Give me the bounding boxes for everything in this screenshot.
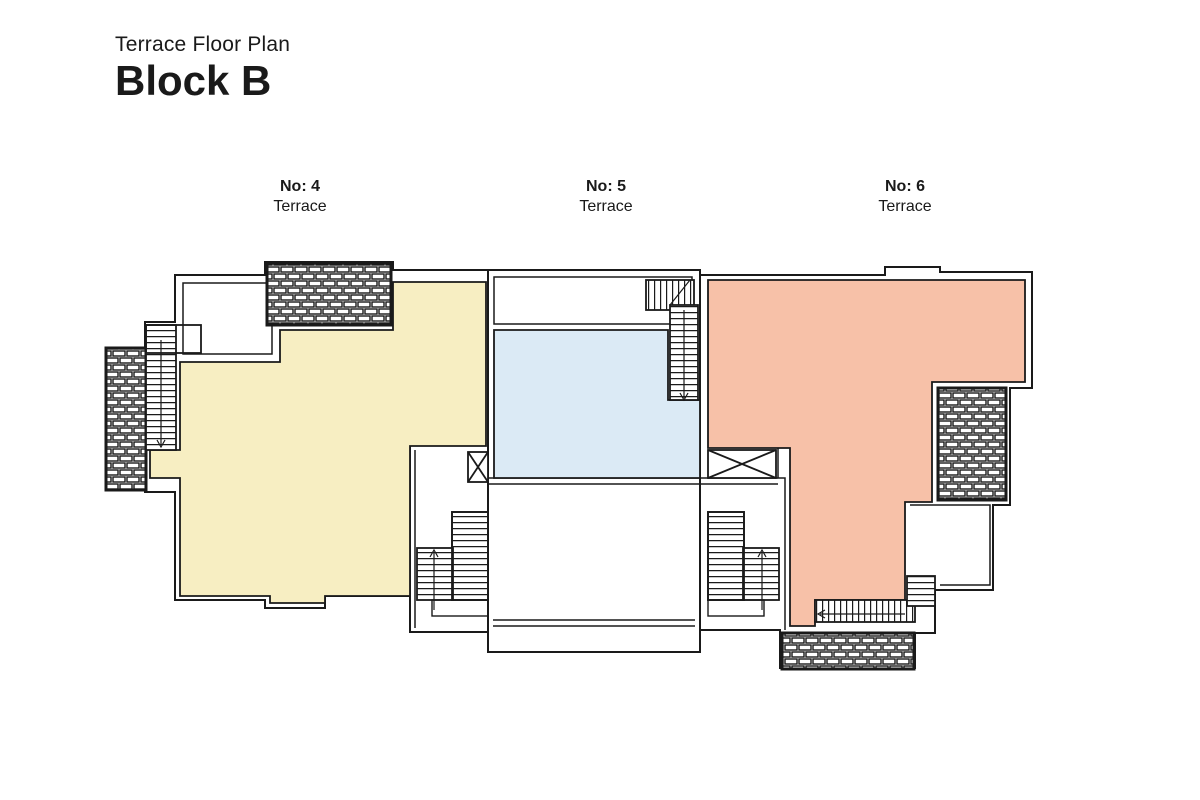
unit-label-4: No: 4 Terrace [200, 178, 400, 216]
unit-number-6: No: 6 [885, 178, 925, 195]
plan-title: Block B [115, 57, 272, 104]
unit-label-5: No: 5 Terrace [506, 178, 706, 216]
unit-terrace-6: Terrace [878, 198, 932, 215]
unit-number-5: No: 5 [586, 178, 626, 195]
staircases [145, 279, 936, 623]
unit-number-4: No: 4 [280, 178, 320, 195]
brick-planters [104, 261, 1008, 671]
service-shafts [467, 449, 777, 483]
unit-label-6: No: 6 Terrace [805, 178, 1005, 216]
terrace-unit-5 [493, 329, 701, 479]
unit-terrace-4: Terrace [273, 198, 327, 215]
terrace-unit-4 [149, 281, 487, 604]
unit-terrace-5: Terrace [579, 198, 633, 215]
plan-subtitle: Terrace Floor Plan [115, 33, 291, 56]
